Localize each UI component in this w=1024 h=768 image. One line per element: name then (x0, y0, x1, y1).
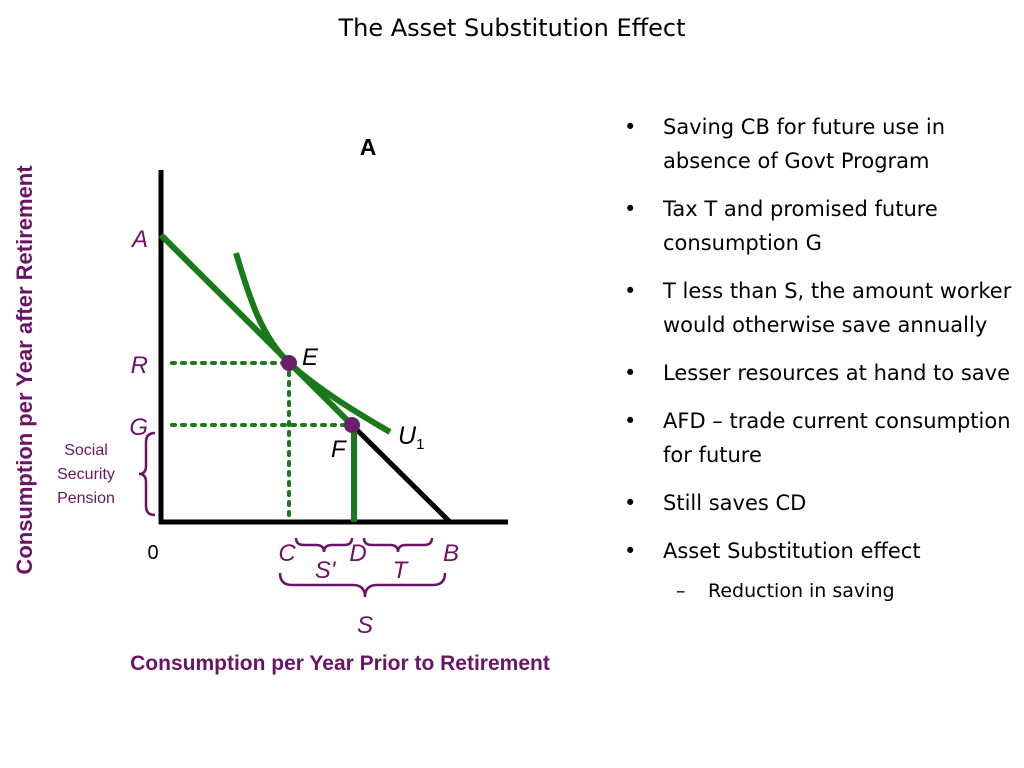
label-A: A (130, 226, 148, 253)
label-t: T (393, 557, 410, 584)
brace-t (362, 537, 434, 553)
label-R: R (131, 352, 148, 379)
label-B: B (443, 540, 459, 567)
label-E: E (302, 344, 319, 371)
social-security-label-line1: Social (64, 442, 108, 459)
brace-s-prime (294, 537, 354, 553)
budget-line-black (350, 423, 452, 524)
slide-title: The Asset Substitution Effect (338, 14, 686, 42)
bullet-item: T less than S, the amount worker would o… (618, 274, 1018, 342)
social-security-brace (138, 431, 156, 517)
brace-s (278, 572, 447, 598)
origin-label: 0 (147, 542, 158, 564)
point-E-dot (281, 355, 297, 371)
asset-substitution-diagram: A Consumption per Year after Retirement … (12, 134, 550, 675)
sub-bullet-item: Reduction in saving (618, 576, 1018, 606)
point-F-dot (344, 417, 360, 433)
label-C: C (278, 540, 296, 567)
bullet-list: Saving CB for future use in absence of G… (618, 110, 1018, 606)
bullet-item: Saving CB for future use in absence of G… (618, 110, 1018, 178)
social-security-label-line2: Security (57, 466, 115, 483)
label-U1: U1 (398, 422, 424, 453)
label-F: F (331, 436, 347, 463)
indifference-curve-u1 (233, 252, 392, 435)
y-axis-label: Consumption per Year after Retirement (12, 165, 37, 575)
panel-label: A (360, 134, 377, 160)
bullet-item: AFD – trade current consumption for futu… (618, 404, 1018, 472)
label-U1-subscript: 1 (416, 436, 424, 453)
bullet-item: Asset Substitution effect (618, 534, 1018, 568)
bullet-item: Tax T and promised future consumption G (618, 192, 1018, 260)
budget-line-green (158, 232, 355, 428)
label-s: S (357, 612, 373, 639)
bullet-item: Lesser resources at hand to save (618, 356, 1018, 390)
x-axis-label: Consumption per Year Prior to Retirement (130, 652, 550, 675)
label-U1-base: U (398, 422, 417, 450)
label-G: G (129, 414, 148, 441)
label-D: D (349, 540, 366, 567)
label-s-prime: S' (315, 557, 337, 584)
social-security-label-line3: Pension (57, 490, 115, 507)
bullet-item: Still saves CD (618, 486, 1018, 520)
